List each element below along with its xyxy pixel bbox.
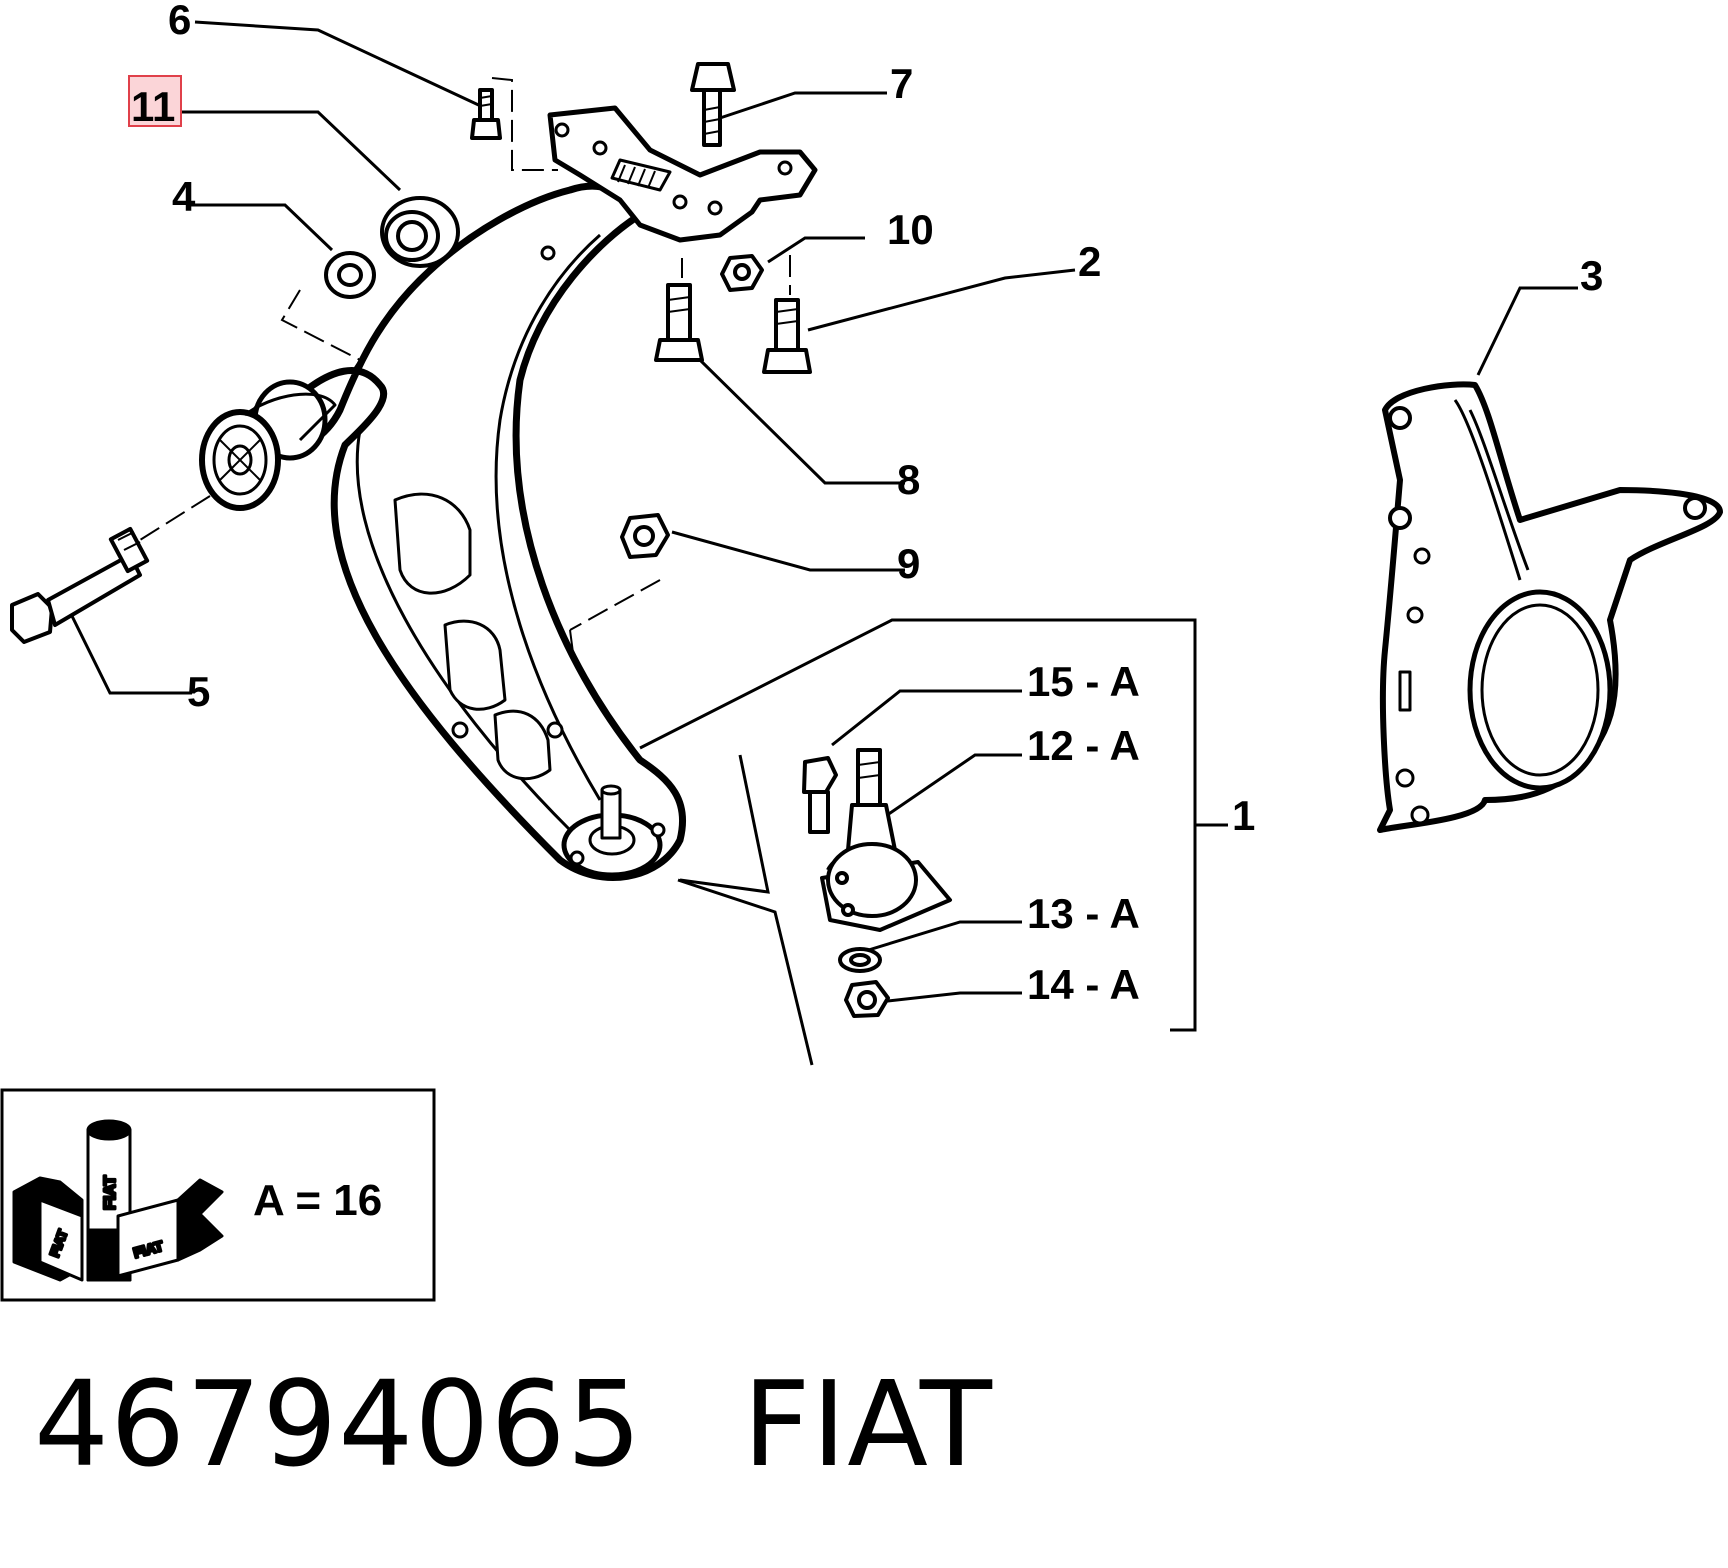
callout-labels: 6 11 4 7 10 2 3 8 9 5 15 - A 12 - A 1 13… (131, 0, 1603, 1008)
callout-9: 9 (897, 540, 920, 587)
ball-joint-assembly (802, 748, 952, 1018)
mounting-bracket (547, 105, 818, 243)
ball-stud-12 (820, 748, 952, 932)
bolt-8 (654, 283, 704, 362)
callout-12-a: 12 - A (1027, 722, 1140, 769)
callout-3: 3 (1580, 252, 1603, 299)
callout-10: 10 (887, 206, 934, 253)
bolt-7 (690, 62, 736, 147)
nut-10 (720, 254, 764, 292)
callout-2: 2 (1078, 238, 1101, 285)
callout-13-a: 13 - A (1027, 890, 1140, 937)
callout-7: 7 (890, 60, 913, 107)
nut-14 (844, 980, 890, 1018)
washer-13 (838, 947, 882, 973)
callout-highlight (128, 75, 182, 127)
bolt-2 (762, 298, 812, 374)
callout-11: 11 (131, 83, 175, 130)
legend-logo-text-cylinder: FIAT (102, 1175, 119, 1210)
callout-8: 8 (897, 456, 920, 503)
bolt-6 (470, 88, 502, 140)
bolt-5 (10, 526, 150, 644)
footer: 46794065 FIAT (34, 1355, 993, 1493)
nut-11 (380, 196, 460, 268)
part-number: 46794065 (34, 1355, 643, 1493)
callout-4: 4 (172, 173, 196, 220)
steering-knuckle (1377, 381, 1723, 833)
leader-lines (68, 20, 1578, 1032)
callout-5: 5 (187, 668, 210, 715)
washer-4 (324, 251, 376, 299)
fasteners (10, 62, 812, 644)
section-line (677, 754, 814, 1066)
fiat-kit-logo: FIAT FIAT FIAT (12, 1119, 224, 1282)
nut-9 (620, 513, 670, 559)
control-arm (199, 182, 687, 881)
bolt-15 (802, 756, 838, 834)
callout-14-a: 14 - A (1027, 961, 1140, 1008)
callout-15-a: 15 - A (1027, 658, 1140, 705)
callout-1: 1 (1232, 792, 1255, 839)
brand-name: FIAT (742, 1355, 993, 1493)
callout-6: 6 (168, 0, 191, 43)
legend-box: FIAT FIAT FIAT A = 16 (0, 1088, 436, 1302)
legend-text: A = 16 (253, 1176, 382, 1225)
